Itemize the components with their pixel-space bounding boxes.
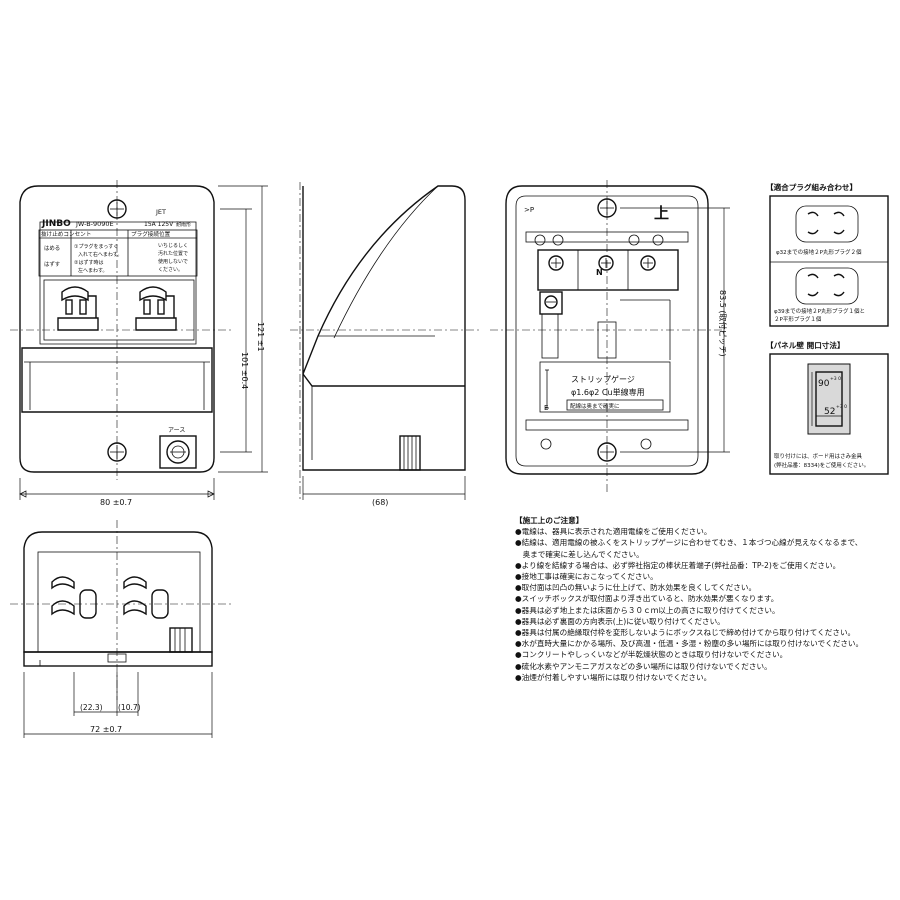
note-item: ●コンクリートやしっくいなどが半乾燥状態のときは取り付けないでください。 [515,650,788,660]
dim-front-h1: 101 ±0.4 [240,352,249,389]
label-right-line-4: ください。 [158,266,183,273]
panel-box-title: 【パネル壁 開口寸法】 [766,340,845,350]
label-mid-line-2: 入れて右へまわす。 [78,251,122,258]
note-item: ●器具は必ず地上または床面から３０ｃｍ以上の高さに取り付けてください。 [515,605,780,615]
earth-label: アース [168,427,185,434]
rating-label: 15A 125V [144,221,174,228]
note-item: ●器具は付属の絶縁取付枠を変形しないようにボックスねじで締め付けてから取り付けて… [515,628,856,638]
note-item: ●水が直時大量にかかる場所、及び高温・低温・多湿・粉塵の多い場所には取り付けない… [515,639,864,649]
dim-back-pitch: 83.5 (取付ピッチ) [718,290,728,357]
dim-bottom-b: (10.7) [118,703,141,712]
note-item: ●より線を結線する場合は、必ず弊社指定の棒状圧着端子(弊社品番：TP-2)をご使… [515,560,841,570]
front-view [10,180,268,500]
dim-side-depth: (68) [372,498,388,507]
plug-box-title: 【適合プラグ組み合わせ】 [766,182,857,192]
panel-dim-w: 52 [824,407,835,417]
note-item: ●取付面は凹凸の無いように仕上げて、防水効果を良くしてください。 [515,583,757,593]
panel-caption-1: 取り付けには、ボード用はさみ金具 [774,452,863,460]
strip-gauge-spec: φ1.6φ2 Cu単線専用 [571,387,645,397]
dim-bottom-width: 72 ±0.7 [90,725,122,734]
note-item: ●電線は、器具に表示された適用電線をご使用ください。 [515,527,712,537]
back-n-label: N [596,268,603,277]
back-view [490,180,730,492]
strip-gauge-title: ストリップゲージ [571,374,635,384]
model-label: JW-B-9090E [75,220,114,228]
panel-dim-h: 90 [818,379,830,389]
dim-front-h2: 121 ±1 [256,322,265,352]
label-right-line-1: いちじるしく [158,243,188,249]
notes-title: 【施工上のご注意】 [515,516,584,525]
label-left-line1: はめる [44,245,60,252]
side-view [290,182,480,500]
panel-tol-w: +3 0 [836,404,847,410]
note-item: ●硫化水素やアンモニアガスなどの多い場所には取り付けないでください。 [515,661,772,671]
strip-caption: 配線は奥まで確実に [570,402,620,410]
note-item: ●器具は必ず裏面の方向表示(上)に従い取り付けてください。 [515,616,725,626]
panel-box [769,353,889,475]
plug-caption-2b: ２P平形プラグ１個 [774,315,822,323]
dim-bottom-a: (22.3) [80,703,103,712]
panel-tol-h: +3 0 [830,376,841,382]
label-mid-line-1: ①プラグをまっすぐ [74,243,118,250]
back-e-label: E [544,404,548,412]
jet-mark: JET [155,208,166,216]
dim-front-width: 80 ±0.7 [100,498,132,507]
note-item: ●油煙が付着しやすい場所には取り付けないでください。 [515,672,712,682]
brand-label: JINBO [41,219,71,229]
back-up-label: 上 [654,204,669,222]
note-item: ●結線は、適用電線の被ふくをストリップゲージに合わせてむき、１本づつ心線が見えな… [515,538,863,548]
label-right-title: プラグ接続位置 [131,230,171,238]
note-item: ●接地工事は確実におこなってください。 [515,572,658,582]
label-right-line-3: 使用しないで [158,258,188,265]
installation-notes: 【施工上のご注意】 ●電線は、器具に表示された適用電線をご使用ください。 ●結線… [515,515,895,683]
label-right-line-2: 汚れた位置で [158,250,188,257]
plug-caption-1: φ32までの接地２P丸形プラグ２個 [776,248,862,256]
panel-caption-2: (弊社品番：8334)をご使用ください。 [774,461,869,469]
label-mid-line-3: ②はずす時は [74,259,103,266]
label-left-line2: はずす [44,260,60,268]
plug-box [769,195,889,327]
note-item: ●スイッチボックスが取付面より浮き出ていると、防水効果が悪くなります。 [515,594,779,604]
back-p-label: >P [524,206,534,214]
label-mid-line-4: 左へまわす。 [78,267,108,274]
bottom-view [10,520,232,738]
note-item: 奥まで確実に差し込んでください。 [515,549,644,559]
sub-mark: 耐雨形 [176,221,191,228]
plug-caption-2: φ39までの接地２P丸形プラグ１個と [774,307,865,315]
label-left-title: 抜け止めコンセント [41,230,91,238]
